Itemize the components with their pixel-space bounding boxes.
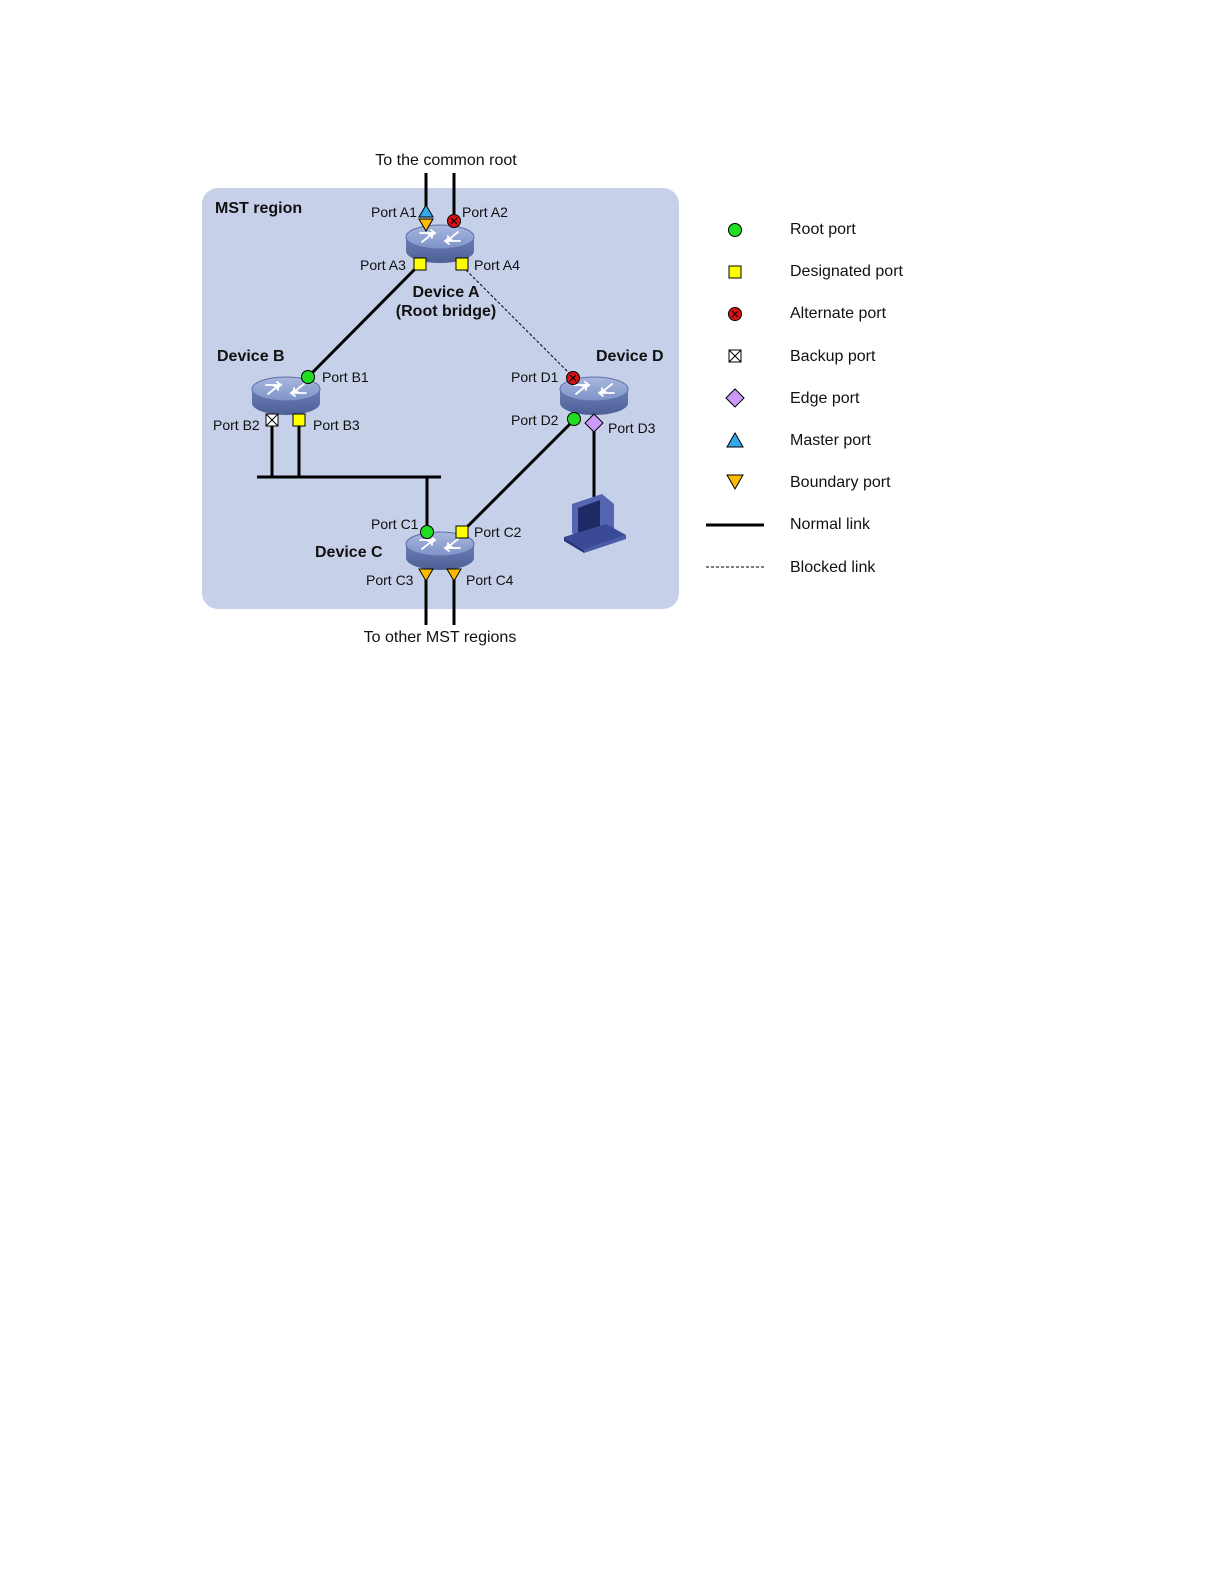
legend-designated-icon [728,265,742,279]
mst-region-label: MST region [215,200,302,217]
port-a1-label: Port A1 [371,204,417,220]
port-a3-label: Port A3 [360,257,406,273]
mst-region-box [202,188,679,609]
other-regions-annotation: To other MST regions [364,629,517,646]
link-a3-b1 [306,264,420,379]
device-a-name: Device A [413,284,480,301]
legend: Root port Designated port Alternate port… [706,221,904,576]
device-a-switch-icon[interactable] [405,224,475,264]
port-c4-label: Port C4 [466,572,514,588]
device-d-name: Device D [596,348,664,365]
legend-blocked-link-label: Blocked link [790,559,876,576]
port-a2-label: Port A2 [462,204,508,220]
port-c2-designated-icon [455,525,469,539]
device-c-name: Device C [315,544,383,561]
port-d2-label: Port D2 [511,412,559,428]
port-b2-backup-icon [265,413,279,427]
port-b1-label: Port B1 [322,369,369,385]
port-a3-designated-icon [413,257,427,271]
legend-root-label: Root port [790,221,856,238]
port-c4-boundary-icon [446,568,462,582]
legend-backup-label: Backup port [790,348,876,365]
port-a4-label: Port A4 [474,257,520,273]
legend-root-icon [728,223,742,237]
port-a4-designated-icon [455,257,469,271]
port-c3-label: Port C3 [366,572,414,588]
legend-alternate-label: Alternate port [790,305,887,322]
device-b-name: Device B [217,348,285,365]
legend-designated-label: Designated port [790,263,904,280]
port-d2-root-icon [567,412,581,426]
port-d1-alternate-icon [566,371,580,385]
port-markers [265,204,604,582]
port-c1-label: Port C1 [371,516,419,532]
port-a1-boundary-icon [418,218,434,232]
port-b1-root-icon [301,370,315,384]
links [257,173,596,625]
port-c3-boundary-icon [418,568,434,582]
legend-master-icon [726,431,744,448]
legend-normal-link-label: Normal link [790,516,871,533]
port-d3-edge-icon [584,413,604,433]
host-computer-icon[interactable] [564,494,626,553]
port-a2-alternate-icon [447,214,461,228]
legend-boundary-icon [726,474,744,491]
port-b2-label: Port B2 [213,417,260,433]
port-c1-root-icon [420,525,434,539]
legend-boundary-label: Boundary port [790,474,891,491]
port-d1-label: Port D1 [511,369,559,385]
legend-edge-icon [725,388,745,408]
common-root-annotation: To the common root [375,152,517,169]
port-b3-designated-icon [292,413,306,427]
port-d3-label: Port D3 [608,420,656,436]
port-a1-master-icon [418,204,434,218]
legend-edge-label: Edge port [790,390,860,407]
port-c2-label: Port C2 [474,524,522,540]
legend-alternate-icon [728,307,742,321]
device-a-role: (Root bridge) [396,303,496,320]
port-b3-label: Port B3 [313,417,360,433]
legend-master-label: Master port [790,432,871,449]
legend-backup-icon [728,349,742,363]
link-d2-c2 [460,418,576,534]
